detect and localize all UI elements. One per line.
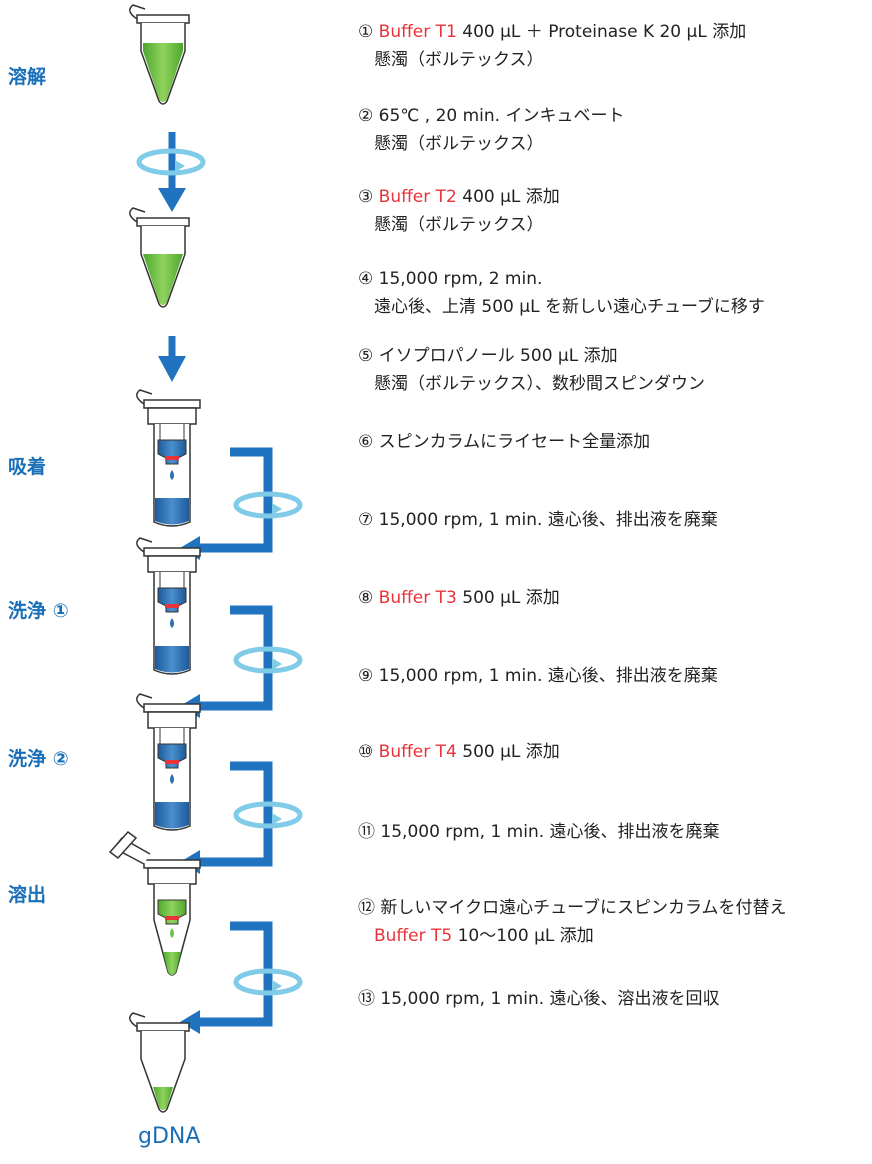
- stage-label-wash1: 洗浄 ①: [8, 600, 69, 622]
- step-8: ⑧ Buffer T3 500 μL 添加: [358, 588, 560, 608]
- stage-label-lysis: 溶解: [8, 66, 47, 88]
- spin-column-binding: [136, 389, 201, 527]
- step-3: ③ Buffer T2 400 μL 添加 懸濁（ボルテックス）: [358, 187, 560, 235]
- step-11: ⑪ 15,000 rpm, 1 min. 遠心後、排出液を廃棄: [358, 822, 720, 842]
- step-2: ② 65℃ , 20 min. インキュベート 懸濁（ボルテックス）: [358, 106, 625, 154]
- tube-after-t2: [129, 207, 190, 308]
- step-7: ⑦ 15,000 rpm, 1 min. 遠心後、排出液を廃棄: [358, 510, 718, 530]
- centrifuge-arrow: [180, 452, 268, 560]
- step-4: ④ 15,000 rpm, 2 min. 遠心後、上清 500 μL を新しい遠…: [358, 269, 765, 317]
- lysis-tube: [129, 4, 190, 105]
- spin-column-elution: [108, 830, 201, 976]
- centrifuge-arrow: [180, 926, 268, 1034]
- gdna-tube: [129, 1012, 190, 1113]
- step-13: ⑬ 15,000 rpm, 1 min. 遠心後、溶出液を回収: [358, 989, 720, 1009]
- step-10: ⑩ Buffer T4 500 μL 添加: [358, 742, 560, 762]
- result-label-gdna: gDNA: [138, 1124, 201, 1149]
- spin-column-wash1: [136, 537, 201, 675]
- step-1: ① Buffer T1 400 μL ＋ Proteinase K 20 μL …: [358, 22, 747, 70]
- step-6: ⑥ スピンカラムにライセート全量添加: [358, 432, 651, 452]
- down-arrow: [158, 132, 186, 212]
- step-9: ⑨ 15,000 rpm, 1 min. 遠心後、排出液を廃棄: [358, 666, 718, 686]
- spin-column-wash2: [136, 693, 201, 831]
- stage-label-wash2: 洗浄 ②: [8, 748, 69, 770]
- centrifuge-arrow: [180, 610, 268, 718]
- stage-label-binding: 吸着: [8, 456, 47, 478]
- step-5: ⑤ イソプロパノール 500 μL 添加 懸濁（ボルテックス）、数秒間スピンダウ…: [358, 346, 705, 394]
- stage-label-elution: 溶出: [8, 884, 47, 906]
- down-arrow: [158, 336, 186, 382]
- centrifuge-arrow: [180, 766, 268, 874]
- step-12: ⑫ 新しいマイクロ遠心チューブにスピンカラムを付替え Buffer T5 10〜…: [358, 898, 787, 946]
